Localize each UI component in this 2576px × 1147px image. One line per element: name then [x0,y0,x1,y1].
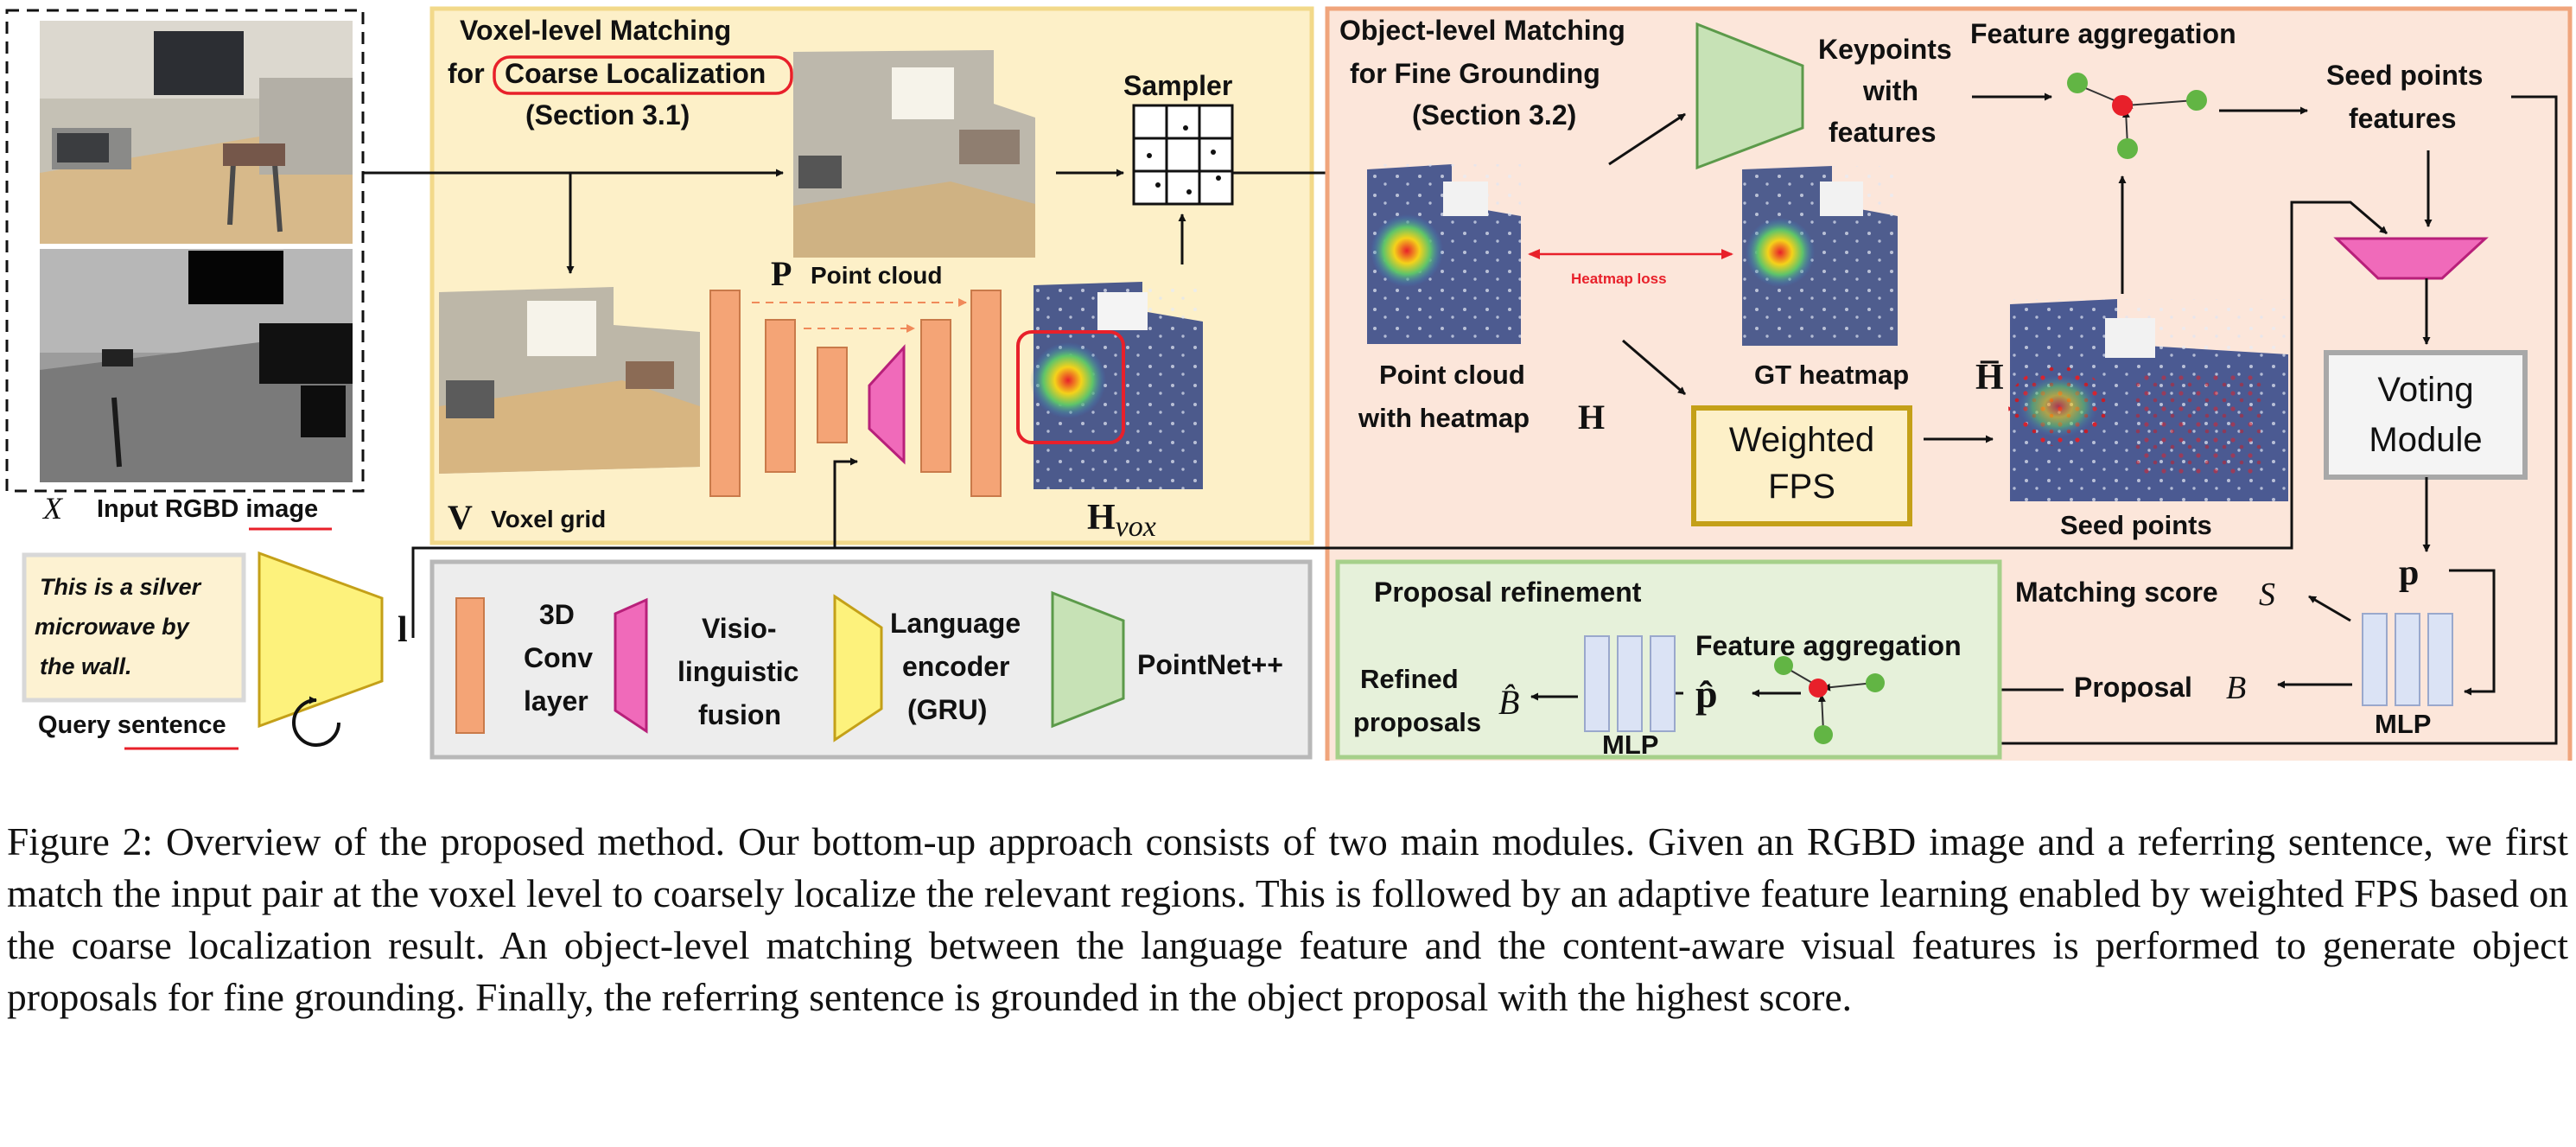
refinement-panel: Proposal refinement Feature aggregation … [1335,559,2002,760]
point-cloud-label: Point cloud [811,262,942,289]
gt-symbol: H̅ [1975,358,2004,398]
mlp-left [1584,635,1676,732]
refined-line1: Refined [1360,664,1459,694]
seed-features-line1: Seed points [2326,60,2483,91]
voxel-grid-image [439,287,700,474]
object-title-line2: for Fine Grounding [1350,58,1600,89]
seed-points-label: Seed points [2060,510,2212,540]
point-cloud-symbol: P [771,254,792,293]
method-overview-figure: X Input RGBD image Voxel-level Matching … [5,6,2573,761]
legend-conv-icon [455,597,485,734]
conv-encoder-decoder [709,290,1002,497]
figure-caption: Figure 2: Overview of the proposed metho… [7,819,2568,1019]
pointnet-trapezoid [1695,22,1804,170]
input-label: Input RGBD image [97,495,318,523]
l-symbol: l [398,610,408,650]
refinement-feature-aggregation: Feature aggregation [1695,630,1962,661]
weighted-fps-line1: Weighted [1729,421,1874,459]
legend-lang-icon [833,594,883,742]
hvox-h: H [1087,498,1116,538]
recurrent-loop-icon [292,696,340,747]
query-text: This is a silver microwave by the wall. [35,574,207,679]
voxel-label: Voxel grid [491,506,606,532]
weighted-fps-box: Weighted FPS [1691,405,1912,526]
voting-module-box: Voting Module [2324,350,2528,480]
keypoints-line1: Keypoints [1818,34,1952,65]
h-symbol: H [1578,398,1605,436]
voxel-title-prefix: for [448,58,485,89]
refinement-title: Proposal refinement [1374,577,1642,608]
keypoints-line3: features [1829,117,1937,148]
pc-heatmap-line2: with heatmap [1358,403,1530,433]
voting-line1: Voting [2377,371,2473,409]
weighted-fps-line2: FPS [1768,468,1835,506]
voting-funnel-icon [2333,237,2489,280]
voting-line2: Module [2369,421,2482,459]
language-encoder-icon [258,551,384,729]
voxel-title-highlight: Coarse Localization [505,58,766,89]
heatmap-loss-label: Heatmap loss [1571,271,1667,287]
feature-aggregation-top: Feature aggregation [1970,18,2236,49]
seed-features-line2: features [2349,103,2457,134]
query-label: Query sentence [38,711,226,739]
gt-heatmap-label: GT heatmap [1754,360,1909,390]
hvox-symbol: Hvox [1087,498,1156,543]
legend-lang-line2: encoder [902,651,1009,682]
depth-image [40,249,353,482]
gt-heatmap-image [1742,166,1898,346]
rgb-image [40,21,353,244]
pc-heatmap-image [1367,164,1521,344]
proposal-label: Proposal [2074,672,2192,703]
legend-conv-line1: 3D [539,599,575,630]
sampler-grid [1132,104,1234,206]
feature-aggregation-bottom-icon [1774,656,1885,744]
object-section-ref: (Section 3.2) [1412,99,1576,131]
feature-aggregation-top-icon [2067,73,2207,159]
voxel-symbol: V [448,498,473,537]
mlp-right [2362,613,2453,706]
legend-pointnet-icon [1051,590,1125,729]
x-symbol: X [41,491,64,526]
mlp-left-label: MLP [1602,730,1658,760]
legend-lang-line3: (GRU) [907,694,987,725]
legend-conv-line2: Conv [524,642,593,673]
voxel-section-ref: (Section 3.1) [525,99,690,131]
object-title-line1: Object-level Matching [1339,15,1625,46]
legend-fusion-line3: fusion [698,699,781,730]
refined-line2: proposals [1353,707,1481,737]
legend-panel: 3D Conv layer Visio- linguistic fusion L… [429,559,1313,760]
input-rgbd: X Input RGBD image [5,9,365,531]
pc-heatmap-line1: Point cloud [1379,360,1525,390]
mlp-right-label: MLP [2375,709,2431,739]
b-symbol: B [2226,670,2246,706]
hvox-heatmap-image [1016,282,1203,489]
keypoints-line2: with [1862,75,1918,106]
p-hat-symbol: p̂ [1695,672,1718,716]
p-symbol: p [2399,553,2419,593]
legend-lang-line1: Language [890,608,1021,639]
legend-fusion-line1: Visio- [702,613,777,644]
legend-conv-line3: layer [524,685,588,717]
voxel-level-panel: Voxel-level Matching for Coarse Localiza… [363,6,1314,545]
query-sentence: This is a silver microwave by the wall. … [22,201,2388,750]
point-cloud-image [793,50,1035,258]
legend-fusion-line2: linguistic [677,656,798,687]
seed-points-image [2008,299,2288,501]
legend-pointnet-label: PointNet++ [1137,649,1283,680]
legend-fusion-icon [614,597,648,734]
hvox-subscript: vox [1116,511,1156,543]
s-symbol: S [2259,577,2275,613]
voxel-title-line1: Voxel-level Matching [460,15,731,46]
sampler-label: Sampler [1123,70,1232,101]
matching-score-label: Matching score [2015,577,2218,608]
b-hat-symbol: B̂ [1498,683,1519,722]
